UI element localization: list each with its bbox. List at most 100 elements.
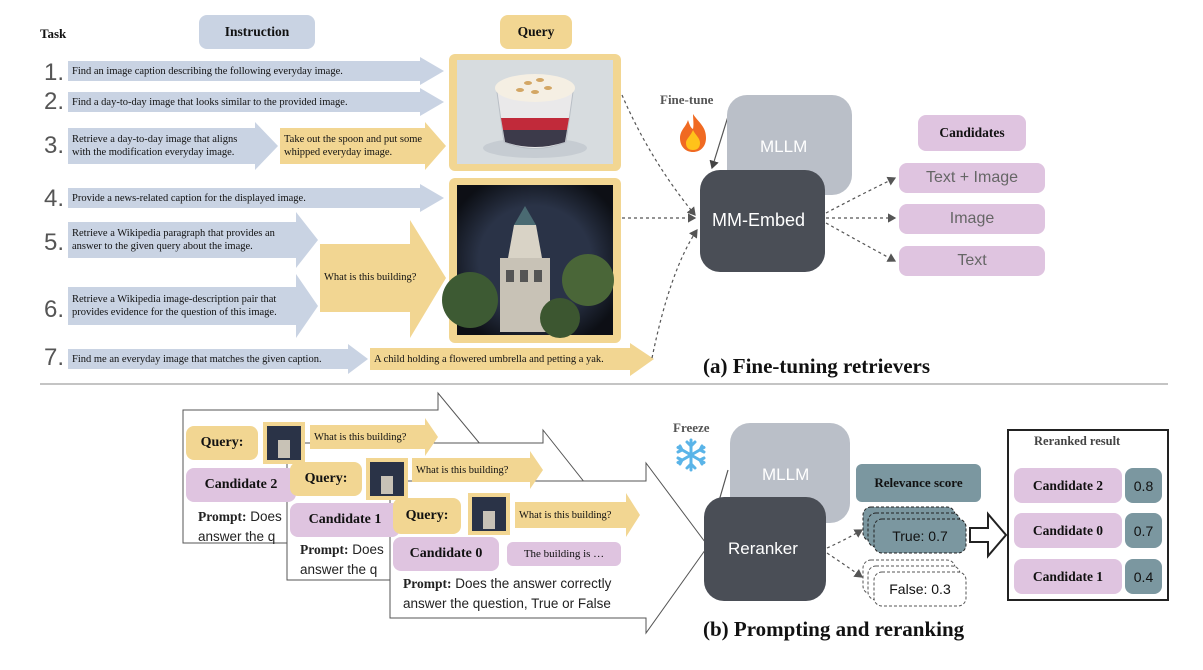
card1-query-label-text: Query: <box>304 471 348 486</box>
query-arrow-shape-3 <box>280 122 446 170</box>
candidates-header-text: Candidates <box>939 125 1005 140</box>
instruction-arrow-shape-3 <box>68 122 278 170</box>
false-score: False: 0.3 <box>874 572 966 606</box>
card2-candidate: Candidate 2 <box>186 468 296 502</box>
instruction-header: Instruction <box>199 15 315 49</box>
card0-query-label-text: Query: <box>405 508 449 523</box>
fine-tune-label: Fine-tune <box>660 92 714 107</box>
card2-prompt-text: Does <box>250 509 282 524</box>
reranked-result-header: Reranked result <box>1034 434 1121 448</box>
candidate-image-label: Image <box>949 210 995 227</box>
caption-bottom: (b) Prompting and reranking <box>703 617 965 641</box>
card0-query-text: What is this building? <box>519 509 612 521</box>
query-header: Query <box>500 15 572 49</box>
card1-query-label: Query: <box>290 462 362 496</box>
instruction-text-4: Provide a news-related caption for the d… <box>72 192 306 204</box>
task-header: Task <box>40 26 67 41</box>
task-number-2: 2. <box>44 88 65 115</box>
reranked-score-1: 0.8 <box>1125 468 1162 503</box>
card2-query-text: What is this building? <box>314 431 407 443</box>
card2-query-label: Query: <box>186 426 258 460</box>
false-score-box <box>873 571 967 607</box>
instruction-arrow-shape-1 <box>68 57 444 85</box>
mllm-label-top: MLLM <box>760 137 808 156</box>
task-number-6: 6. <box>44 296 65 323</box>
caption-top: (a) Fine-tuning retrievers <box>703 354 931 378</box>
mm-embed-box <box>700 170 825 272</box>
card0-answer-text: The building is … <box>523 548 605 560</box>
task-number-1: 1. <box>44 59 65 86</box>
card1-prompt-text: Does <box>352 542 384 557</box>
reranker-box <box>704 497 826 601</box>
reranked-score-2-text: 0.7 <box>1133 522 1154 539</box>
card2-prompt-line2: answer the q <box>198 529 276 544</box>
candidate-image: Image <box>899 204 1045 234</box>
instruction-text-6: Retrieve a Wikipedia image-description p… <box>72 294 277 318</box>
query-text-3: Take out the spoon and put some whipped … <box>284 134 423 158</box>
instruction-header-text: Instruction <box>224 24 290 39</box>
reranked-candidate-3: Candidate 1 <box>1014 559 1122 594</box>
card2-prompt: Prompt: Does answer the q <box>198 507 282 547</box>
card1-prompt-bold: Prompt: <box>300 542 349 557</box>
instruction-text-1: Find an image caption describing the fol… <box>72 65 343 77</box>
query-text-56: What is this building? <box>324 271 417 283</box>
card1-candidate: Candidate 1 <box>290 503 400 537</box>
task-number-7: 7. <box>44 344 65 371</box>
fire-icon <box>676 112 710 154</box>
card2-candidate-text: Candidate 2 <box>204 477 278 492</box>
snowflake-icon <box>673 437 709 473</box>
card0-prompt: Prompt: Does the answer correctly answer… <box>403 574 611 614</box>
card1-query-text: What is this building? <box>416 464 509 476</box>
instruction-arrow-shape-2 <box>68 88 444 116</box>
reranked-score-3: 0.4 <box>1125 559 1162 594</box>
query-header-text: Query <box>517 24 555 39</box>
reranked-candidate-2: Candidate 0 <box>1014 513 1122 548</box>
instruction-text-2: Find a day-to-day image that looks simil… <box>72 96 348 108</box>
instruction-arrow-shape-4 <box>68 184 444 212</box>
false-score-text: False: 0.3 <box>889 581 951 597</box>
candidate-text-image: Text + Image <box>899 163 1045 193</box>
relevance-score-label: Relevance score <box>856 464 981 502</box>
reranked-score-1-text: 0.8 <box>1133 477 1154 494</box>
instruction-arrow-shape-7 <box>68 344 368 374</box>
card0-prompt-line2: answer the question, True or False <box>403 596 611 611</box>
candidate-text-label: Text <box>957 252 987 269</box>
true-score-text: True: 0.7 <box>892 528 948 544</box>
true-score-box <box>873 518 967 554</box>
instruction-arrow-shape-5 <box>68 212 318 268</box>
mm-embed-label: MM-Embed <box>712 210 806 230</box>
candidate-text: Text <box>899 246 1045 276</box>
query-arrow-shape-56 <box>320 220 446 338</box>
card1-candidate-text: Candidate 1 <box>308 512 382 527</box>
card0-prompt-bold: Prompt: <box>403 576 452 591</box>
card0-candidate: Candidate 0 <box>393 537 499 571</box>
reranked-candidate-1: Candidate 2 <box>1014 468 1122 503</box>
card1-prompt-line2: answer the q <box>300 562 378 577</box>
task-number-5: 5. <box>44 229 65 256</box>
card0-query-label: Query: <box>393 498 461 534</box>
card0-answer: The building is … <box>507 542 621 566</box>
mllm-label-bottom: MLLM <box>762 465 810 484</box>
card0-prompt-text: Does the answer correctly <box>455 576 612 591</box>
card1-prompt: Prompt: Does answer the q <box>300 540 384 580</box>
card2-query-label-text: Query: <box>200 435 244 450</box>
reranked-score-2: 0.7 <box>1125 513 1162 548</box>
rerank-arrow-shape <box>969 511 1008 559</box>
card2-prompt-bold: Prompt: <box>198 509 247 524</box>
reranker-label: Reranker <box>728 539 798 558</box>
task-number-4: 4. <box>44 185 65 212</box>
reranked-score-3-text: 0.4 <box>1133 568 1154 585</box>
relevance-score-label-text: Relevance score <box>874 475 963 490</box>
instruction-text-7: Find me an everyday image that matches t… <box>72 353 322 365</box>
reranked-candidate-3-name: Candidate 1 <box>1032 568 1104 584</box>
reranked-candidate-1-name: Candidate 2 <box>1032 477 1104 493</box>
true-score: True: 0.7 <box>874 519 966 553</box>
card0-candidate-text: Candidate 0 <box>409 546 483 561</box>
reranked-candidate-2-name: Candidate 0 <box>1032 522 1104 538</box>
relevance-score-box <box>856 464 981 502</box>
candidates-header: Candidates <box>918 115 1026 151</box>
instruction-arrow-shape-6 <box>68 274 318 338</box>
query-arrow-shape-7 <box>370 343 654 376</box>
instruction-text-3: Retrieve a day-to-day image that aligns … <box>72 134 238 158</box>
query-text-7: A child holding a flowered umbrella and … <box>374 353 604 365</box>
